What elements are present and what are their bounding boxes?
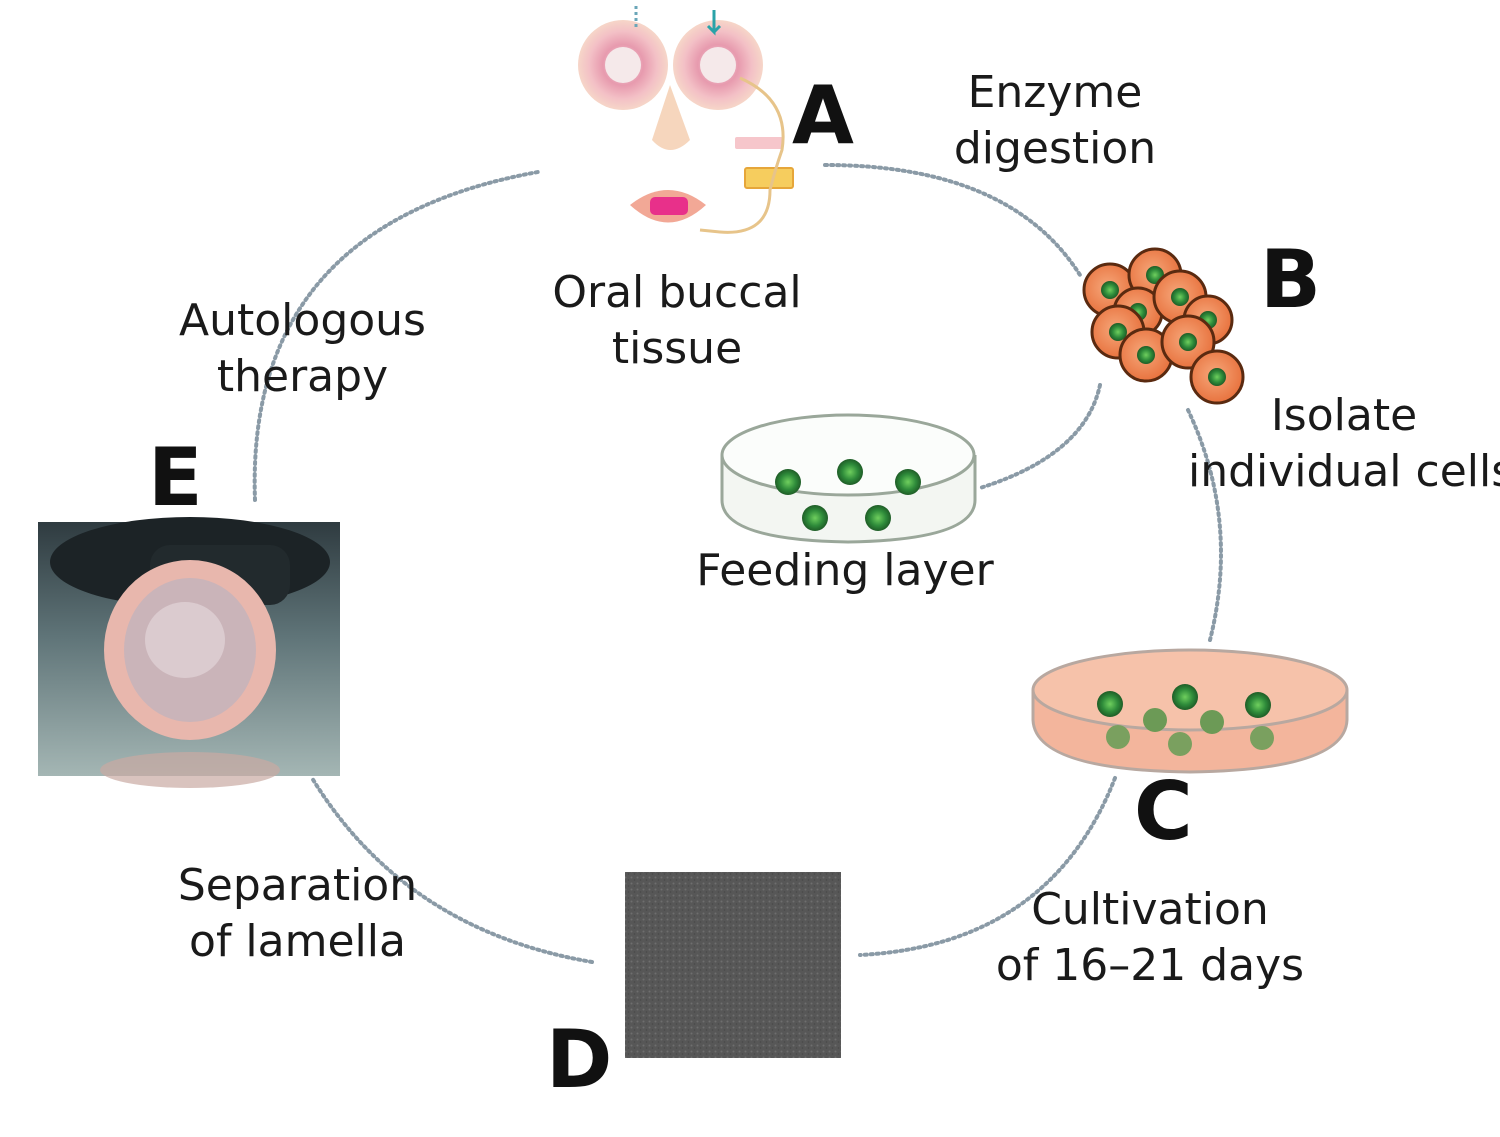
caption-line: Separation (177, 860, 418, 911)
cycle-arrows (252, 163, 1223, 964)
caption-feeding-layer: Feeding layer (696, 545, 994, 596)
arc-d-to-e (310, 776, 594, 964)
arc-e-to-a (252, 170, 540, 502)
stage-letter-e: E (148, 431, 203, 524)
stage-letter-d: D (546, 1013, 613, 1106)
caption-line: of 16–21 days (995, 940, 1305, 991)
arc-b-to-c (1186, 408, 1223, 642)
caption-oral-buccal-tissue: Oral buccal tissue (547, 265, 807, 377)
caption-separation-of-lamella: Separation of lamella (170, 858, 425, 970)
petri-dish-icon (720, 413, 977, 544)
caption-enzyme-digestion: Enzyme digestion (935, 65, 1175, 177)
caption-cultivation: Cultivation of 16–21 days (990, 882, 1310, 994)
culture-dish-icon (1031, 648, 1349, 774)
caption-line: of lamella (189, 916, 406, 967)
tissue-sheet-photo (38, 517, 340, 788)
stage-letter-b: B (1260, 233, 1321, 326)
caption-line: individual cells (1188, 446, 1500, 497)
arc-b-to-feeding (978, 383, 1102, 490)
caption-line: tissue (611, 323, 743, 374)
caption-line: Oral buccal (552, 267, 802, 318)
stage-letter-c: C (1134, 765, 1193, 858)
caption-line: therapy (216, 351, 389, 402)
cell-sheet-image (625, 872, 841, 1058)
caption-line: Isolate (1270, 390, 1418, 441)
stage-letter-a: A (792, 69, 854, 162)
arc-a-to-b (823, 163, 1082, 277)
caption-isolate-cells: Isolate individual cells (1188, 388, 1500, 500)
caption-line: Cultivation (1031, 884, 1269, 935)
caption-line: Autologous (179, 295, 426, 346)
caption-line: Enzyme (967, 67, 1143, 118)
caption-autologous-therapy: Autologous therapy (170, 293, 435, 405)
caption-line: digestion (953, 123, 1157, 174)
cell-cluster-icon (1082, 247, 1245, 405)
arc-c-to-d (858, 776, 1117, 957)
face-diagram-icon (578, 6, 794, 234)
